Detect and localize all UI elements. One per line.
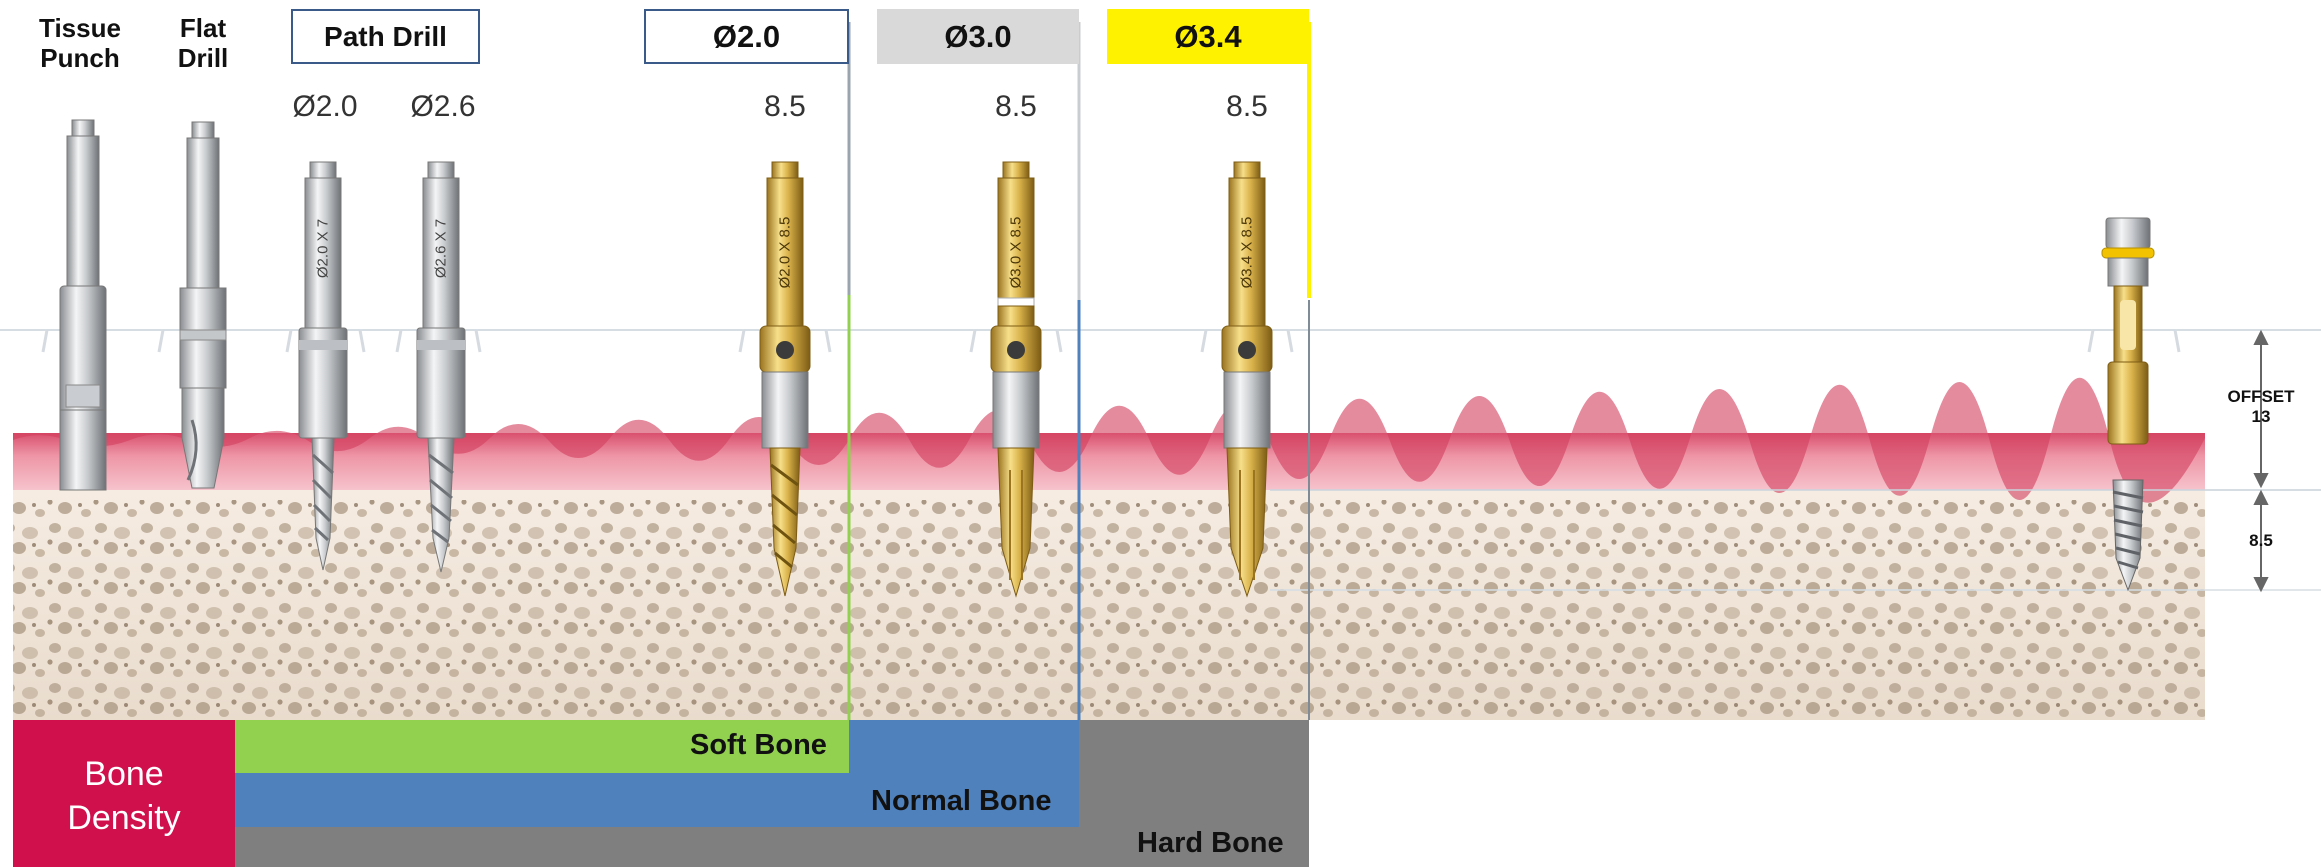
step-3-0-header: Ø3.0 — [877, 9, 1079, 64]
bone-density-line1: Bone — [13, 752, 235, 796]
drill-stop-clips — [43, 330, 2179, 352]
step-3-0-label: Ø3.0 — [944, 19, 1011, 55]
step-2-0-label: Ø2.0 — [713, 19, 780, 55]
flat-drill-label: Flat Drill — [168, 14, 238, 74]
bone-density-title: Bone Density — [13, 752, 235, 840]
normal-bone-label: Normal Bone — [871, 785, 1051, 818]
step-3-4-header: Ø3.4 — [1107, 9, 1309, 64]
step-3-4-length: 8.5 — [1207, 90, 1287, 124]
step-2-0-length: 8.5 — [745, 90, 825, 124]
offset-label: OFFSET 13 — [2218, 387, 2304, 426]
path-size-2-6: Ø2.6 — [398, 90, 488, 124]
path-drill-label: Path Drill — [324, 21, 447, 53]
path-drill-header: Path Drill — [291, 9, 480, 64]
depth-label: 8.5 — [2230, 531, 2292, 551]
step-engraving-3-0: Ø3.0 X 8.5 — [1008, 203, 1025, 303]
bone-density-line2: Density — [13, 796, 235, 840]
path-engraving-2-0: Ø2.0 X 7 — [315, 199, 332, 299]
step-2-0-header: Ø2.0 — [644, 9, 849, 64]
offset-value: 13 — [2218, 407, 2304, 427]
soft-bone-label: Soft Bone — [690, 729, 827, 762]
flat-drill-tool — [180, 122, 226, 488]
step-engraving-3-4: Ø3.4 X 8.5 — [1239, 203, 1256, 303]
step-3-4-label: Ø3.4 — [1174, 19, 1241, 55]
path-engraving-2-6: Ø2.6 X 7 — [433, 199, 450, 299]
step-engraving-2-0: Ø2.0 X 8.5 — [777, 203, 794, 303]
hard-bone-label: Hard Bone — [1137, 827, 1284, 860]
bone-pores — [13, 500, 2205, 720]
tissue-punch-label: Tissue Punch — [30, 14, 130, 74]
step-3-0-length: 8.5 — [976, 90, 1056, 124]
path-size-2-0: Ø2.0 — [280, 90, 370, 124]
tissue-punch-tool — [60, 120, 106, 490]
offset-title: OFFSET — [2218, 387, 2304, 407]
